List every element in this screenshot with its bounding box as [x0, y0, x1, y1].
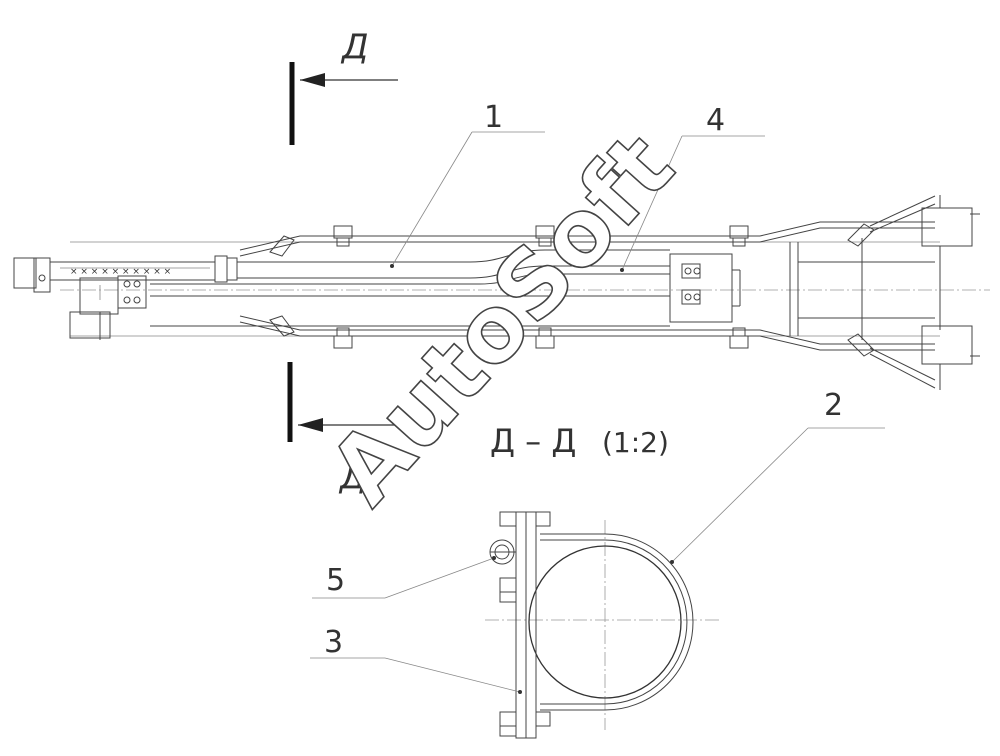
watermark: AutoSoft: [309, 113, 695, 524]
callout-4: 4: [620, 103, 765, 272]
svg-text:× × × × × × × × × ×: × × × × × × × × × ×: [70, 267, 171, 277]
callout-1: 1: [390, 100, 545, 268]
callout-4-label: 4: [706, 103, 725, 138]
callout-2: 2: [670, 388, 885, 564]
section-scale: (1:2): [602, 426, 669, 459]
section-view-title: Д – Д (1:2): [490, 422, 669, 460]
callout-3: 3: [310, 625, 522, 694]
section-marker-top: Д: [289, 27, 398, 145]
section-view: [485, 511, 720, 739]
section-marker-bottom: Д: [287, 362, 396, 497]
callout-2-label: 2: [824, 388, 843, 423]
section-title: Д – Д: [490, 422, 576, 460]
section-letter-top: Д: [340, 27, 369, 67]
callout-1-label: 1: [484, 100, 503, 135]
callout-5-label: 5: [326, 563, 345, 598]
callout-3-label: 3: [324, 625, 343, 660]
callout-5: 5: [312, 556, 496, 599]
section-letter-bottom: Д: [338, 457, 367, 497]
frame-assembly: × × × × × × × × × ×: [13, 195, 990, 390]
